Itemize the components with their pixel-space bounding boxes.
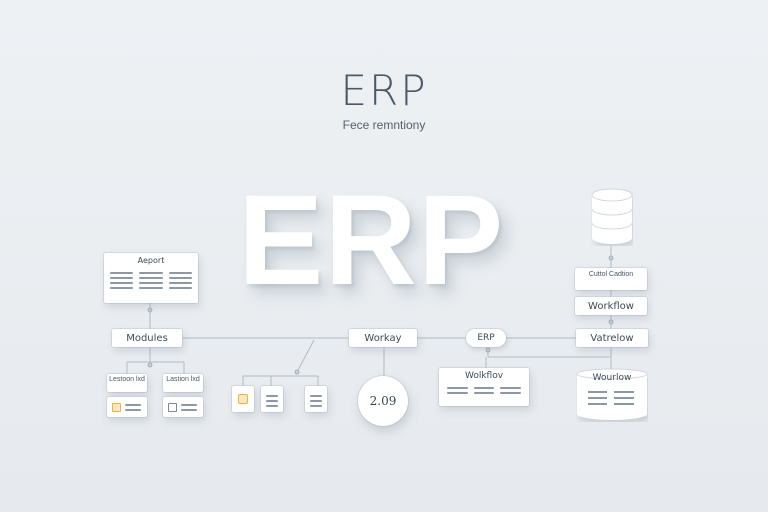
- task-row-left[interactable]: [107, 397, 147, 417]
- hero-erp-word: ERP: [238, 169, 505, 312]
- file-tile-doc-2[interactable]: [305, 386, 327, 412]
- workflow-card-lines: [439, 384, 529, 397]
- workflow-card-label: Wolkflov: [464, 371, 504, 381]
- file-tile-orange[interactable]: [232, 386, 254, 412]
- document-icon: [310, 395, 322, 407]
- workday-button[interactable]: Workay: [349, 329, 417, 347]
- document-icon: [266, 395, 278, 407]
- page-title: ERP: [340, 66, 428, 115]
- modules-button[interactable]: Modules: [112, 329, 182, 347]
- report-card-label: Aeport: [137, 255, 165, 265]
- report-card-table: [104, 267, 198, 294]
- report-card[interactable]: Aeport: [104, 253, 198, 303]
- database-icon: [591, 188, 633, 246]
- vatrelow-button[interactable]: Vatrelow: [576, 329, 648, 347]
- database-card-label: Wourlow: [592, 373, 632, 383]
- database-card[interactable]: Wourlow: [576, 368, 648, 422]
- folder-icon: [238, 394, 248, 404]
- task-row-right[interactable]: [163, 397, 203, 417]
- sub-card-right[interactable]: Lastion lxd: [163, 374, 203, 392]
- sub-card-right-label: Lastion lxd: [166, 376, 200, 383]
- erp-pill-label: ERP: [477, 333, 495, 343]
- workflow-button[interactable]: Workflow: [575, 297, 647, 315]
- file-tile-doc[interactable]: [261, 386, 283, 412]
- control-card-label: Cuttol Cadtion: [588, 271, 634, 278]
- stats-circle[interactable]: 2.09: [358, 376, 408, 426]
- checkbox-icon: [112, 402, 121, 412]
- workflow-card[interactable]: Wolkflov: [439, 368, 529, 406]
- task-lines: [181, 401, 197, 414]
- sub-card-left[interactable]: Lestoon lxd: [107, 374, 147, 392]
- page-subtitle: Fece remntiony: [342, 118, 426, 132]
- control-card[interactable]: Cuttol Cadtion: [575, 268, 647, 290]
- sub-card-left-label: Lestoon lxd: [109, 376, 145, 383]
- checkbox-icon: [168, 402, 177, 412]
- task-lines: [125, 401, 141, 414]
- erp-pill[interactable]: ERP: [466, 329, 506, 347]
- stats-circle-label: 2.09: [369, 394, 397, 408]
